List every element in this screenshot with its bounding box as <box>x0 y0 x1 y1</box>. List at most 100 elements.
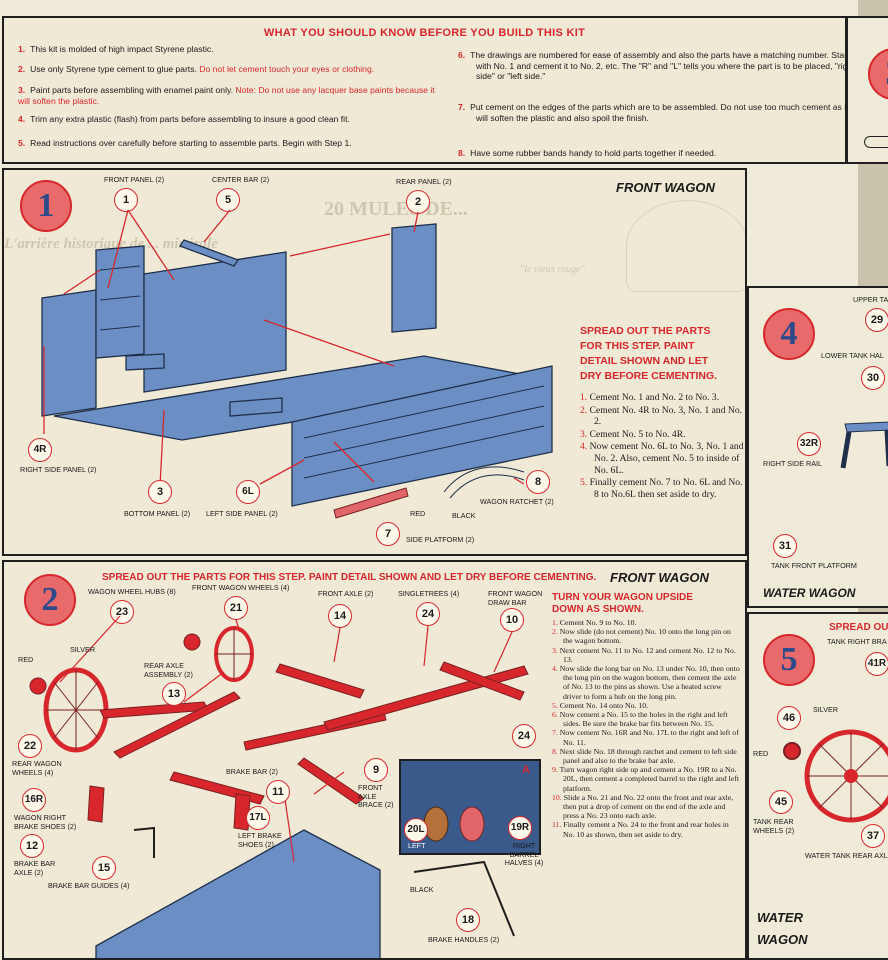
instruction-text: Now cement No. 16R and No. 17L to the ri… <box>559 728 739 747</box>
step1-number: 1 <box>20 180 72 232</box>
step1-title: FRONT WAGON <box>616 180 715 195</box>
silver-color-note: SILVER <box>70 645 96 654</box>
tank-right-brace-label: TANK RIGHT BRA <box>827 637 887 646</box>
draw-bar-label: FRONT WAGON DRAW BAR <box>488 589 543 607</box>
part-41r-callout: 41R <box>865 652 888 676</box>
instruction-number: 2. <box>552 627 560 637</box>
kit-note-text: Trim any extra plastic (flash) from part… <box>30 114 350 124</box>
step3-panel: 3 <box>846 16 888 164</box>
part-24b-callout: 24 <box>512 724 536 748</box>
part-18-callout: 18 <box>456 908 480 932</box>
part-15-callout: 15 <box>92 856 116 880</box>
part-4r-callout: 4R <box>28 438 52 462</box>
left-side-panel-drawing <box>291 365 553 507</box>
instruction-item: 3. Next cement No. 11 to No. 12 and ceme… <box>552 646 742 664</box>
bg-text-1: 20 MULES DE... <box>324 198 468 220</box>
part-9-callout: 9 <box>364 758 388 782</box>
tank-front-platform-label: TANK FRONT PLATFORM <box>771 561 857 570</box>
tank-rear-wheel-drawing <box>804 729 888 823</box>
kit-note-text: This kit is molded of high impact Styren… <box>30 44 214 54</box>
lower-tank-label: LOWER TANK HAL <box>821 351 884 360</box>
kit-note-text: Put cement on the edges of the parts whi… <box>470 102 849 123</box>
kit-note-number: 4. <box>18 114 26 124</box>
step3-number: 3 <box>868 48 888 100</box>
side-platform-label: SIDE PLATFORM (2) <box>406 535 475 544</box>
kit-note-item: 1.This kit is molded of high impact Styr… <box>18 44 438 55</box>
instruction-item: 4. Now cement No. 6L to No. 3, No. 1 and… <box>580 441 744 476</box>
instruction-text: Cement No. 9 to No. 10. <box>559 618 637 627</box>
part-10-callout: 10 <box>500 608 524 632</box>
instruction-text: Slide a No. 21 and No. 22 onto the front… <box>563 792 734 821</box>
singletrees-label: SINGLETREES (4) <box>398 589 460 598</box>
kit-note-item: 5. Read instructions over carefully befor… <box>18 138 438 149</box>
instruction-text: Now slide the long bar on No. 13 under N… <box>559 664 740 701</box>
kit-note-item: 2.Use only Styrene type cement to glue p… <box>18 64 438 75</box>
right-side-rail-label: RIGHT SIDE RAIL <box>763 459 822 468</box>
water-tank-rear-axle-label: WATER TANK REAR AXL <box>805 851 888 860</box>
instruction-item: 5. Finally cement No. 7 to No. 6L and No… <box>580 477 744 500</box>
instruction-item: 4. Now slide the long bar on No. 13 unde… <box>552 664 742 701</box>
brake-handles-label: BRAKE HANDLES (2) <box>428 935 500 944</box>
side-platform-drawing <box>333 487 409 519</box>
instruction-text: Turn wagon right side up and cement a No… <box>559 765 740 793</box>
instruction-number: 10. <box>552 792 564 802</box>
instruction-number: 4. <box>580 441 590 453</box>
step4-number: 4 <box>763 308 815 360</box>
kit-note-text: Have some rubber bands handy to hold par… <box>470 148 717 158</box>
left-side-panel-label: LEFT SIDE PANEL (2) <box>206 509 278 518</box>
instruction-number: 3. <box>580 428 590 440</box>
instruction-item: 5. Cement No. 14 onto No. 10. <box>552 701 742 710</box>
instruction-item: 6. Now cement a No. 15 to the holes in t… <box>552 710 742 728</box>
instruction-text: Now cement a No. 15 to the holes in the … <box>559 710 728 729</box>
instruction-number: 2. <box>580 404 590 416</box>
part-32r-callout: 32R <box>797 432 821 456</box>
red-color-note-2: RED <box>18 655 34 664</box>
kit-note-number: 7. <box>458 102 466 112</box>
step2-number: 2 <box>24 574 76 626</box>
kit-note-text: The drawings are numbered for ease of as… <box>470 50 855 81</box>
brake-bar-axle-label: BRAKE BAR AXLE (2) <box>14 859 56 877</box>
instruction-item: 9. Turn wagon right side up and cement a… <box>552 765 742 793</box>
front-panel-drawing <box>95 245 145 359</box>
kit-note-number: 8. <box>458 148 466 158</box>
right-brake-shoes-label: WAGON RIGHT BRAKE SHOES (2) <box>14 813 77 831</box>
kit-note-text: Use only Styrene type cement to glue par… <box>30 64 200 74</box>
instruction-number: 9. <box>552 765 560 775</box>
part-23-callout: 23 <box>110 600 134 624</box>
step2-panel: 2 SPREAD OUT THE PARTS FOR THIS STEP. PA… <box>2 560 747 960</box>
instruction-text: Now cement No. 6L to No. 3, No. 1 and No… <box>589 441 744 476</box>
part-21-callout: 21 <box>224 596 248 620</box>
part-17l-callout: 17L <box>246 806 270 830</box>
rear-wheels-label: REAR WAGON WHEELS (4) <box>12 759 62 777</box>
part-1-callout: 1 <box>114 188 138 212</box>
part-13-callout: 13 <box>162 682 186 706</box>
instruction-number: 11. <box>552 820 564 830</box>
instruction-text: Now slide (do not cement) No. 10 onto th… <box>559 627 731 646</box>
step5-title-2: WAGON <box>757 932 808 947</box>
part-37-callout: 37 <box>861 824 885 848</box>
step5-panel: SPREAD OU TANK RIGHT BRA 5 41R 46 SILVER… <box>747 612 888 960</box>
instruction-item: 7. Now cement No. 16R and No. 17L to the… <box>552 728 742 746</box>
axle-brace-label: FRONT AXLE BRACE (2) <box>358 783 394 809</box>
step1-spread-instruction: SPREAD OUT THE PARTS FOR THIS STEP. PAIN… <box>580 325 718 382</box>
instruction-number: 5. <box>552 700 560 710</box>
instruction-text: Next cement No. 11 to No. 12 and cement … <box>559 645 736 664</box>
black-color-note-2: BLACK <box>410 885 434 894</box>
kit-note-warning: Do not let cement touch your eyes or clo… <box>199 64 375 74</box>
kit-note-text: Read instructions over carefully before … <box>30 138 352 148</box>
kit-note-number: 6. <box>458 50 466 60</box>
kit-note-number: 3. <box>18 85 26 95</box>
instruction-item: 1. Cement No. 9 to No. 10. <box>552 618 742 627</box>
kit-note-item: 7. Put cement on the edges of the parts w… <box>458 102 856 123</box>
bg-text-2: L'arrière historique de ... minérale <box>4 236 218 252</box>
part-3-callout: 3 <box>148 480 172 504</box>
kit-note-number: 5. <box>18 138 26 148</box>
instruction-number: 4. <box>552 664 560 674</box>
instruction-text: Cement No. 5 to No. 4R. <box>589 428 686 440</box>
part-5-callout: 5 <box>216 188 240 212</box>
rear-axle-label: REAR AXLE ASSEMBLY (2) <box>144 661 193 679</box>
instruction-number: 6. <box>552 710 560 720</box>
instruction-item: 2. Cement No. 4R to No. 3, No. 1 and No.… <box>580 405 744 428</box>
instruction-number: 8. <box>552 746 560 756</box>
front-wheels-label: FRONT WAGON WHEELS (4) <box>192 583 290 592</box>
